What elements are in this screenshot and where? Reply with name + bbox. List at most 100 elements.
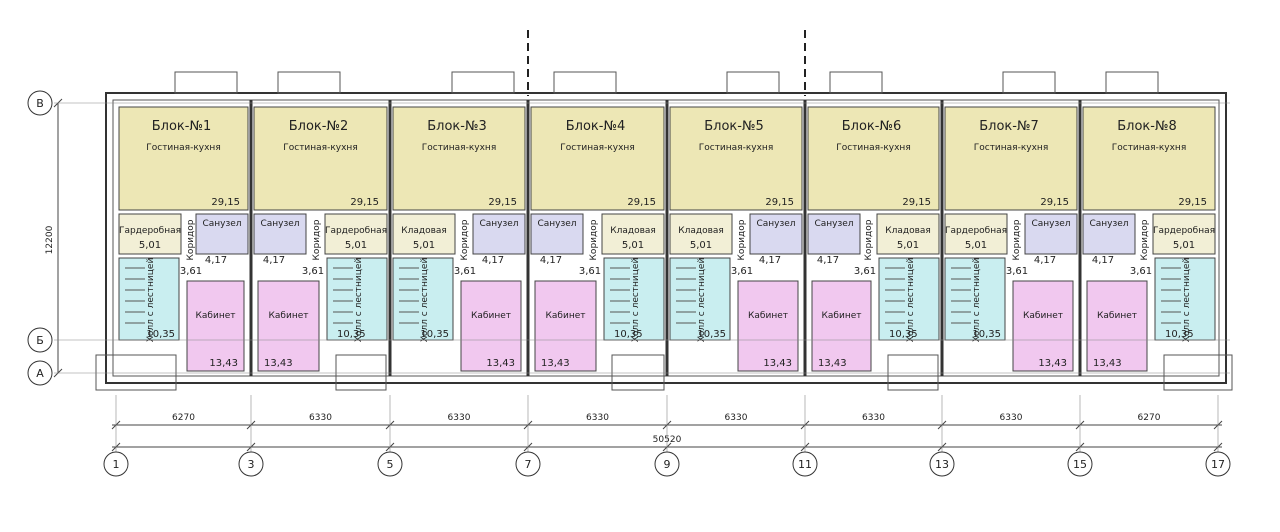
bathroom (472, 213, 526, 255)
bathroom (253, 213, 307, 255)
stair-hall-area: 10,35 (614, 329, 643, 340)
living-room-label: Гостиная-кухня (146, 143, 220, 153)
living-room-area: 29,15 (1040, 197, 1069, 208)
row-axis-label: В (36, 97, 44, 110)
span-dimension-value: 6270 (1138, 413, 1161, 423)
span-dimension-value: 6330 (448, 413, 471, 423)
office-area: 13,43 (763, 358, 792, 369)
block-title: Блок-№6 (842, 119, 902, 134)
column-axis-bubble (103, 451, 129, 477)
stair-hall-area: 10,35 (420, 329, 449, 340)
row-axis-bubble (27, 360, 53, 386)
storage-room (876, 213, 940, 255)
column-axis-bubble (792, 451, 818, 477)
block-title: Блок-№2 (289, 119, 349, 134)
storage-label: Гардеробная (945, 226, 1007, 236)
outer-wall (105, 92, 1227, 384)
stair-hall (392, 257, 454, 341)
storage-room (601, 213, 665, 255)
bathroom-area: 4,17 (540, 255, 562, 266)
column-axis-label: 1 (113, 458, 120, 471)
living-room (253, 106, 388, 211)
living-room (1082, 106, 1216, 211)
storage-room (1152, 213, 1216, 255)
office-area: 13,43 (818, 358, 847, 369)
storage-room (392, 213, 456, 255)
storage-room (669, 213, 733, 255)
corridor-area: 3,61 (302, 266, 324, 277)
stair-hall-label: Холл с лестницей (420, 258, 430, 343)
block-title: Блок-№4 (566, 119, 626, 134)
storage-label: Кладовая (401, 226, 447, 236)
row-axis-label: А (36, 367, 44, 380)
storage-area: 5,01 (139, 240, 161, 251)
bathroom (530, 213, 584, 255)
bathroom-area: 4,17 (263, 255, 285, 266)
corridor-area: 3,61 (579, 266, 601, 277)
column-axis-label: 15 (1073, 458, 1087, 471)
office-room (257, 280, 320, 372)
living-room (392, 106, 526, 211)
office-room (1086, 280, 1148, 372)
corridor-label: Коридор (1012, 219, 1022, 260)
storage-label: Кладовая (610, 226, 656, 236)
storage-label: Гардеробная (325, 226, 387, 236)
corridor-label: Коридор (737, 219, 747, 260)
living-room-area: 29,15 (627, 197, 656, 208)
bathroom-area: 4,17 (759, 255, 781, 266)
bathroom-label: Санузел (1031, 219, 1070, 229)
office-label: Кабинет (546, 311, 586, 321)
corridor-label: Коридор (1140, 219, 1150, 260)
column-axis-label: 7 (525, 458, 532, 471)
span-dimension-value: 6330 (586, 413, 609, 423)
storage-room (944, 213, 1008, 255)
office-label: Кабинет (1097, 311, 1137, 321)
row-axis-label: Б (36, 334, 44, 347)
living-room-area: 29,15 (350, 197, 379, 208)
corridor-area: 3,61 (854, 266, 876, 277)
storage-room (324, 213, 388, 255)
office-room (534, 280, 597, 372)
bathroom-area: 4,17 (482, 255, 504, 266)
vertical-dimension-value: 12200 (45, 225, 55, 254)
stair-hall-area: 10,35 (697, 329, 726, 340)
span-dimension-value: 6270 (172, 413, 195, 423)
storage-label: Кладовая (678, 226, 724, 236)
entrance-porch (611, 354, 665, 391)
bathroom (1082, 213, 1136, 255)
corridor-label: Коридор (312, 219, 322, 260)
living-room-area: 29,15 (765, 197, 794, 208)
office-label: Кабинет (471, 311, 511, 321)
span-dimension-value: 6330 (725, 413, 748, 423)
corridor-label: Коридор (589, 219, 599, 260)
bathroom-label: Санузел (202, 219, 241, 229)
walls (95, 30, 1233, 391)
bathroom (807, 213, 861, 255)
block-title: Блок-№1 (152, 119, 212, 134)
stair-hall-label: Холл с лестницей (1182, 258, 1192, 343)
living-room-label: Гостиная-кухня (283, 143, 357, 153)
bathroom-label: Санузел (479, 219, 518, 229)
corridor-label: Коридор (864, 219, 874, 260)
office-area: 13,43 (264, 358, 293, 369)
block-title: Блок-№5 (704, 119, 764, 134)
office-area: 13,43 (209, 358, 238, 369)
living-room (530, 106, 665, 211)
block-title: Блок-№3 (427, 119, 487, 134)
column-axis-bubble (238, 451, 264, 477)
room-fills (118, 106, 1216, 372)
corridor-area: 3,61 (731, 266, 753, 277)
stair-hall-area: 10,35 (146, 329, 175, 340)
bathroom-area: 4,17 (1092, 255, 1114, 266)
living-room-label: Гостиная-кухня (1112, 143, 1186, 153)
office-label: Кабинет (748, 311, 788, 321)
stair-hall-area: 10,35 (337, 329, 366, 340)
top-window-box (829, 71, 883, 94)
bathroom-label: Санузел (756, 219, 795, 229)
entrance-porch (95, 354, 177, 391)
office-area: 13,43 (1038, 358, 1067, 369)
bathroom-label: Санузел (537, 219, 576, 229)
bathroom (749, 213, 803, 255)
living-room-area: 29,15 (488, 197, 517, 208)
column-axis-bubble (515, 451, 541, 477)
